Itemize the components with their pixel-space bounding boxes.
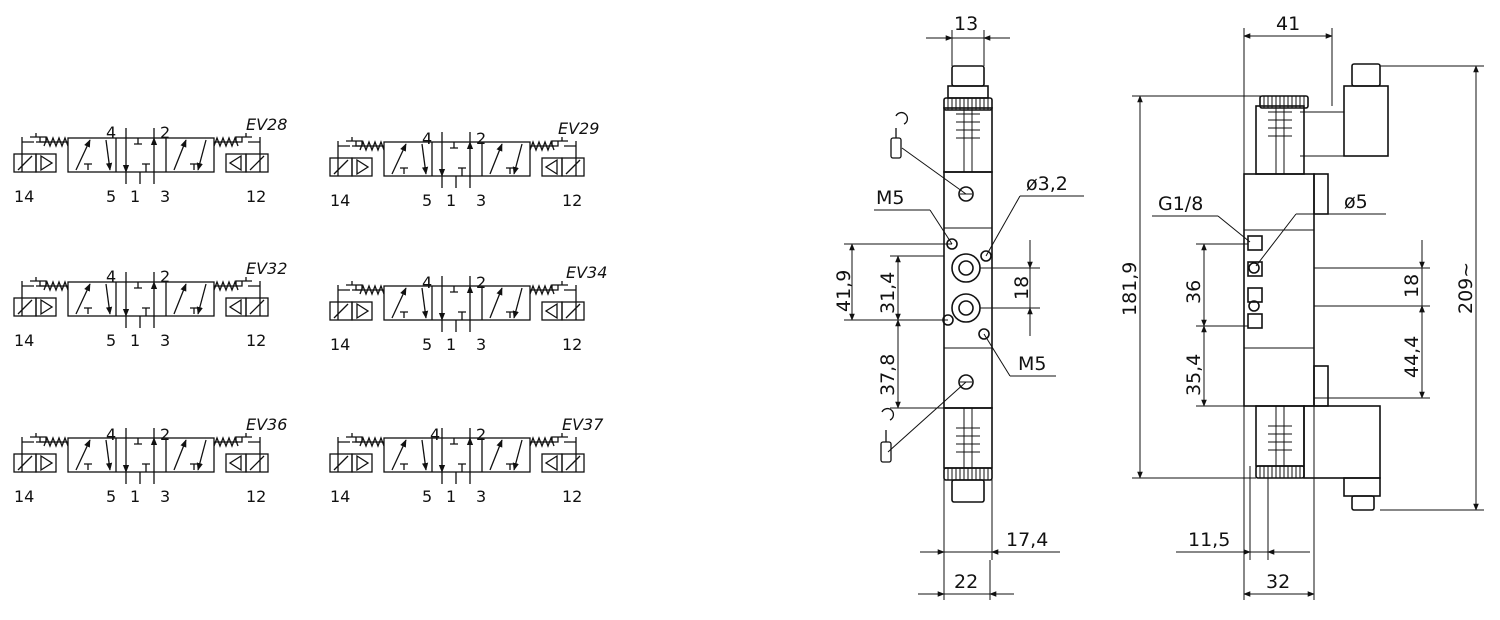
port-label-14: 14 xyxy=(330,191,350,210)
valve-code-label: EV29 xyxy=(558,119,599,138)
port-label-5: 5 xyxy=(422,335,432,354)
port-thread-label: G1/8 xyxy=(1158,193,1203,215)
port-label-1: 1 xyxy=(130,187,140,206)
port-label-1: 1 xyxy=(446,487,456,506)
port-label-14: 14 xyxy=(14,487,34,506)
dim-44-4: 44,4 xyxy=(1401,336,1423,378)
port-label-4: 4 xyxy=(430,425,440,444)
port-label-12: 12 xyxy=(562,335,582,354)
valve-code-label: EV28 xyxy=(246,115,287,134)
valve-symbol-ev36: EV36 4 2 14 5 1 3 12 xyxy=(14,415,287,506)
side-view: 41 181,9 G1/8 ø5 36 35,4 18 xyxy=(1119,13,1484,600)
dim-181-9: 181,9 xyxy=(1119,262,1141,316)
dim-18: 18 xyxy=(1011,276,1033,300)
valve-symbol-ev28: EV28 4 2 14 5 1 3 12 xyxy=(14,115,287,206)
port-label-3: 3 xyxy=(476,487,486,506)
port-label-3: 3 xyxy=(476,191,486,210)
port-label-14: 14 xyxy=(14,187,34,206)
front-view: 13 M5 ø3,2 41,9 31,4 18 37,8 M xyxy=(833,13,1084,600)
port-label-12: 12 xyxy=(246,487,266,506)
port-label-4: 4 xyxy=(106,267,116,286)
valve-code-label: EV37 xyxy=(562,415,604,434)
port-label-1: 1 xyxy=(446,191,456,210)
hole-dia-label: ø3,2 xyxy=(1026,173,1068,195)
port-label-1: 1 xyxy=(446,335,456,354)
port-label-2: 2 xyxy=(476,425,486,444)
valve-code-label: EV32 xyxy=(246,259,287,278)
dim-31-4: 31,4 xyxy=(877,272,899,314)
valve-symbol-ev32: EV32 4 2 14 5 1 3 12 xyxy=(14,259,287,350)
dim-11-5: 11,5 xyxy=(1188,529,1230,551)
port-label-1: 1 xyxy=(130,331,140,350)
dim-17-4: 17,4 xyxy=(1006,529,1048,551)
port-label-1: 1 xyxy=(130,487,140,506)
dim-41-9: 41,9 xyxy=(833,270,855,312)
port-label-3: 3 xyxy=(160,487,170,506)
port-label-12: 12 xyxy=(562,191,582,210)
thread-label-lower: M5 xyxy=(1018,353,1046,375)
dim-width-top: 41 xyxy=(1276,13,1300,35)
screwdriver-icon xyxy=(880,408,894,463)
hole-dia-label: ø5 xyxy=(1344,191,1368,213)
valve-code-label: EV34 xyxy=(566,263,607,282)
dim-37-8: 37,8 xyxy=(877,354,899,396)
dim-width-top: 13 xyxy=(954,13,978,35)
port-label-12: 12 xyxy=(246,331,266,350)
dim-32: 32 xyxy=(1266,571,1290,593)
port-label-2: 2 xyxy=(476,273,486,292)
port-label-3: 3 xyxy=(476,335,486,354)
valve-symbol-ev29: EV29 4 2 14 5 1 3 12 xyxy=(330,119,599,210)
port-label-14: 14 xyxy=(330,335,350,354)
port-label-5: 5 xyxy=(422,487,432,506)
thread-label-upper: M5 xyxy=(876,187,904,209)
port-label-2: 2 xyxy=(160,425,170,444)
port-label-5: 5 xyxy=(106,187,116,206)
screwdriver-icon xyxy=(890,112,908,159)
port-label-4: 4 xyxy=(106,123,116,142)
port-label-4: 4 xyxy=(106,425,116,444)
port-label-12: 12 xyxy=(246,187,266,206)
port-label-3: 3 xyxy=(160,331,170,350)
port-label-4: 4 xyxy=(422,273,432,292)
dim-18: 18 xyxy=(1401,274,1423,298)
port-label-4: 4 xyxy=(422,129,432,148)
port-label-3: 3 xyxy=(160,187,170,206)
dim-36: 36 xyxy=(1183,280,1205,304)
dim-209: 209~ xyxy=(1455,262,1477,314)
port-label-5: 5 xyxy=(422,191,432,210)
port-label-5: 5 xyxy=(106,331,116,350)
port-label-2: 2 xyxy=(160,267,170,286)
port-label-14: 14 xyxy=(14,331,34,350)
valve-symbol-ev34: EV34 4 2 14 5 1 3 12 xyxy=(330,263,607,354)
dim-35-4: 35,4 xyxy=(1183,354,1205,396)
port-label-2: 2 xyxy=(160,123,170,142)
port-label-2: 2 xyxy=(476,129,486,148)
port-label-14: 14 xyxy=(330,487,350,506)
valve-code-label: EV36 xyxy=(246,415,287,434)
dim-22: 22 xyxy=(954,571,978,593)
port-label-12: 12 xyxy=(562,487,582,506)
port-label-5: 5 xyxy=(106,487,116,506)
valve-symbol-ev37: EV37 4 2 14 5 1 3 12 xyxy=(330,415,604,506)
